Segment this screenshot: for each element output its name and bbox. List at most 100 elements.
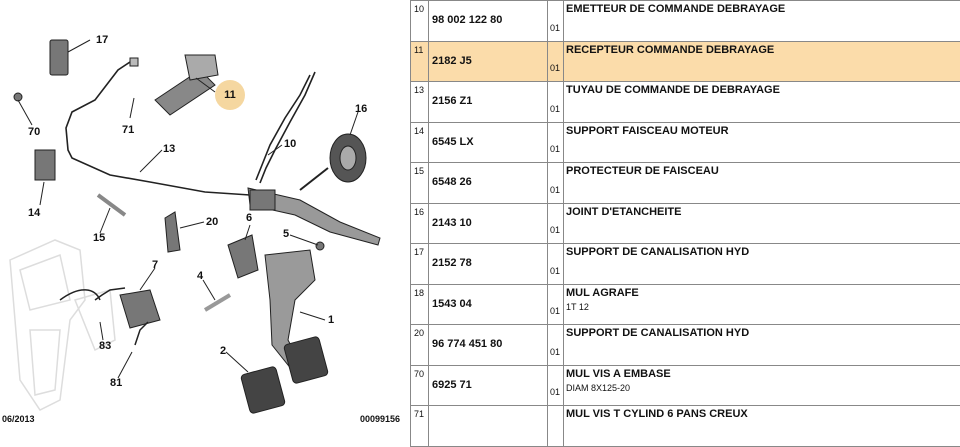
part-desc-cell: SUPPORT FAISCEAU MOTEUR <box>564 122 960 163</box>
callout-15[interactable]: 15 <box>93 232 105 244</box>
callout-6[interactable]: 6 <box>246 212 252 224</box>
part-reference[interactable]: 6545 LX <box>432 136 547 148</box>
part-index: 20 <box>411 325 429 366</box>
callout-11-highlighted[interactable]: 11 <box>215 80 245 110</box>
callout-5[interactable]: 5 <box>283 228 289 240</box>
part-ref-cell: 6545 LX <box>429 122 548 163</box>
part-index: 14 <box>411 122 429 163</box>
part-description-detail: DIAM 8X125-20 <box>566 383 960 393</box>
part-description: EMETTEUR DE COMMANDE DEBRAYAGE <box>566 3 960 15</box>
part-ref-cell: 96 774 451 80 <box>429 325 548 366</box>
part-quantity: 01 <box>548 203 564 244</box>
part-index: 18 <box>411 284 429 325</box>
part-quantity: 01 <box>548 163 564 204</box>
part-ref-cell: 2156 Z1 <box>429 82 548 123</box>
part-description: TUYAU DE COMMANDE DE DEBRAYAGE <box>566 84 960 96</box>
part-index: 11 <box>411 41 429 82</box>
part-description: PROTECTEUR DE FAISCEAU <box>566 165 960 177</box>
part-ref-cell: 6925 71 <box>429 365 548 406</box>
part-ref-cell: 2182 J5 <box>429 41 548 82</box>
part-quantity: 01 <box>548 284 564 325</box>
part-index: 16 <box>411 203 429 244</box>
part-reference[interactable]: 6925 71 <box>432 379 547 391</box>
callout-13[interactable]: 13 <box>163 143 175 155</box>
part-index: 70 <box>411 365 429 406</box>
part-ref-cell: 6548 26 <box>429 163 548 204</box>
part-desc-cell: MUL VIS A EMBASE DIAM 8X125-20 <box>564 365 960 406</box>
callout-14[interactable]: 14 <box>28 207 40 219</box>
part-index: 10 <box>411 1 429 42</box>
part-index: 15 <box>411 163 429 204</box>
callout-2[interactable]: 2 <box>220 345 226 357</box>
part-description: RECEPTEUR COMMANDE DEBRAYAGE <box>566 44 960 56</box>
master-cylinder <box>248 188 380 245</box>
part-quantity: 01 <box>548 365 564 406</box>
diagram-drawing <box>0 0 410 427</box>
part-reference[interactable]: 96 774 451 80 <box>432 338 547 350</box>
part-description: SUPPORT FAISCEAU MOTEUR <box>566 125 960 137</box>
part-desc-cell: SUPPORT DE CANALISATION HYD <box>564 244 960 285</box>
part-quantity: 01 <box>548 82 564 123</box>
part-index: 17 <box>411 244 429 285</box>
part-desc-cell: RECEPTEUR COMMANDE DEBRAYAGE <box>564 41 960 82</box>
part-desc-cell: MUL VIS T CYLIND 6 PANS CREUX <box>564 406 960 447</box>
part-quantity: 01 <box>548 244 564 285</box>
part-desc-cell: TUYAU DE COMMANDE DE DEBRAYAGE <box>564 82 960 123</box>
part-description: SUPPORT DE CANALISATION HYD <box>566 246 960 258</box>
part-description-detail: 1T 12 <box>566 302 960 312</box>
part-quantity <box>548 406 564 447</box>
part-desc-cell: JOINT D'ETANCHEITE <box>564 203 960 244</box>
part-ref-cell: 2152 78 <box>429 244 548 285</box>
callout-4[interactable]: 4 <box>197 270 203 282</box>
part-reference[interactable]: 2182 J5 <box>432 55 547 67</box>
part-reference[interactable]: 2156 Z1 <box>432 95 547 107</box>
clutch-pedal <box>240 250 328 414</box>
callout-83[interactable]: 83 <box>99 340 111 352</box>
part-quantity: 01 <box>548 325 564 366</box>
part-desc-cell: SUPPORT DE CANALISATION HYD <box>564 325 960 366</box>
part-description: MUL VIS T CYLIND 6 PANS CREUX <box>566 408 960 420</box>
callout-10[interactable]: 10 <box>284 138 296 150</box>
part-reference[interactable]: 6548 26 <box>432 176 547 188</box>
callout-70[interactable]: 70 <box>28 126 40 138</box>
part-ref-cell: 1543 04 <box>429 284 548 325</box>
pedal-box-ghost <box>10 240 115 410</box>
part-ref-cell: 2143 10 <box>429 203 548 244</box>
part-description: MUL VIS A EMBASE <box>566 368 960 380</box>
part-description: JOINT D'ETANCHEITE <box>566 206 960 218</box>
callout-71[interactable]: 71 <box>122 124 134 136</box>
callout-16[interactable]: 16 <box>355 103 367 115</box>
parts-diagram: 17 11 71 70 16 13 10 14 15 20 6 5 4 7 1 … <box>0 0 410 427</box>
part-reference[interactable]: 1543 04 <box>432 298 547 310</box>
part-desc-cell: EMETTEUR DE COMMANDE DEBRAYAGE <box>564 1 960 42</box>
footer-date: 06/2013 <box>2 414 35 424</box>
part-index: 13 <box>411 82 429 123</box>
callout-17[interactable]: 17 <box>96 34 108 46</box>
callout-20[interactable]: 20 <box>206 216 218 228</box>
footer-code: 00099156 <box>360 414 400 424</box>
part-reference[interactable]: 2143 10 <box>432 217 547 229</box>
callout-1[interactable]: 1 <box>328 314 334 326</box>
part-reference[interactable]: 2152 78 <box>432 257 547 269</box>
callout-81[interactable]: 81 <box>110 377 122 389</box>
part-ref-cell <box>429 406 548 447</box>
part-desc-cell: PROTECTEUR DE FAISCEAU <box>564 163 960 204</box>
part-ref-cell: 98 002 122 80 <box>429 1 548 42</box>
part-reference[interactable]: 98 002 122 80 <box>432 14 547 26</box>
callout-7[interactable]: 7 <box>152 259 158 271</box>
part-quantity: 01 <box>548 122 564 163</box>
